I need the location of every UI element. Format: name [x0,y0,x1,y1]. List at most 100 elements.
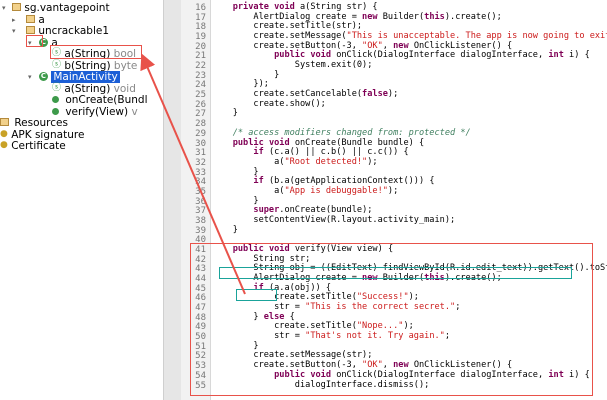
folder-icon [0,118,9,126]
project-tree: ▾ sg.vantagepoint ▸ a ▾ uncrackable1 ▾ C… [0,0,163,400]
method-icon [52,95,59,103]
line-number: 21 [195,51,206,62]
code-line: public void onClick(DialogInterface dial… [274,50,590,61]
tree-item-method-oncreate[interactable]: onCreate(Bundl [52,94,148,106]
line-number: 47 [195,303,206,314]
tree-item-apk-signature[interactable]: ● APK signature [0,129,85,141]
certificate-icon: ● [0,140,8,150]
line-number: 36 [195,196,206,207]
tree-item-package-uncrackable1[interactable]: ▾ uncrackable1 [12,25,110,37]
line-number: 37 [195,206,206,217]
line-number: 43 [195,264,206,275]
line-number: 39 [195,225,206,236]
collapse-arrow-icon[interactable]: ▾ [28,73,32,81]
highlight-method-a-string [50,45,142,59]
line-number: 20 [195,41,206,52]
tree-item-certificate[interactable]: ● Certificate [0,140,66,152]
tree-item-package-a[interactable]: ▸ a [12,14,45,26]
code-line: } else { [212,311,295,322]
code-line: } [212,224,238,235]
line-number: 16 [195,3,206,13]
code-line: create.setCancelable(false); [212,89,399,100]
line-number: 19 [195,32,206,43]
line-number: 33 [195,167,206,178]
code-line: create.show(); [212,98,326,109]
panel-splitter[interactable] [163,0,182,400]
highlight-verify-method [190,243,593,396]
code-line: setContentView(R.layout.activity_main); [212,214,456,225]
collapse-arrow-icon[interactable]: ▾ [12,27,16,35]
code-line: a("App is debuggable!"); [212,185,399,196]
code-line: String str; [212,253,311,264]
arrow-line [140,53,246,295]
line-number: 53 [195,361,206,372]
line-number: 28 [195,119,206,130]
line-number: 55 [195,380,206,391]
tree-item-method-b-string[interactable]: ⓢ b(String) byte [52,60,138,72]
code-line: create.setButton(-3, "OK", new OnClickLi… [212,40,513,51]
line-number: 30 [195,138,206,149]
private-method-icon: ⓢ [52,83,62,93]
code-line: public void onCreate(Bundle bundle) { [232,137,425,148]
line-number: 42 [195,254,206,265]
line-number: 17 [195,12,206,23]
line-number: 38 [195,215,206,226]
code-line: String obj = ((EditText) findViewById(R.… [212,263,607,274]
code-line: public void verify(View view) { [232,244,394,254]
collapse-arrow-icon[interactable]: ▾ [28,39,32,47]
code-editor[interactable]: private void a(String str) { AlertDialog… [212,0,607,400]
tree-item-class-a[interactable]: ▾ C a [28,37,58,49]
code-line: create.setTitle("Nope..."); [212,321,414,332]
line-number: 44 [195,274,206,285]
code-line: super.onCreate(bundle); [253,205,373,216]
code-line: create.setTitle("Success!"); [212,292,419,303]
tree-item-root[interactable]: ▾ sg.vantagepoint [2,2,110,14]
line-number: 46 [195,293,206,304]
line-number: 32 [195,157,206,168]
code-line: AlertDialog create = new Builder(this).c… [212,11,502,22]
static-method-icon: ⓢ [52,60,62,70]
line-number: 41 [195,245,206,255]
class-icon: C [39,71,48,81]
tree-item-class-mainactivity[interactable]: ▾ C MainActivity [28,71,120,83]
code-line: if (b.a(getApplicationContext())) { [253,176,435,187]
package-icon [12,3,21,11]
line-number: 26 [195,99,206,110]
expand-arrow-icon[interactable]: ▸ [12,16,16,24]
code-line: if (c.a() || c.b() || c.c()) { [253,147,409,158]
line-number: 18 [195,22,206,33]
line-number: 31 [195,148,206,159]
line-number: 34 [195,177,206,188]
code-line: a("Root detected!"); [212,156,378,167]
highlight-class-a [26,35,43,47]
method-icon [52,107,59,115]
code-line: create.setButton(-3, "OK", new OnClickLi… [212,360,513,371]
class-icon: C [39,37,48,47]
tree-item-resources[interactable]: Resources [0,117,68,129]
collapse-arrow-icon[interactable]: ▾ [2,4,6,12]
line-number: 48 [195,312,206,323]
code-line: if (a.a(obj)) { [253,282,332,293]
line-number: 50 [195,332,206,343]
code-line: } [212,166,259,177]
line-number: 23 [195,70,206,81]
code-line: }); [212,79,269,90]
code-line: create.setMessage(str); [212,350,373,361]
code-line: create.setMessage("This is unacceptable.… [212,31,607,42]
code-line: System.exit(0); [212,60,373,71]
package-icon [26,26,35,34]
line-number: 27 [195,109,206,120]
tree-item-method-ma-a[interactable]: ⓢ a(String) void [52,83,136,95]
code-line: str = "That's not it. Try again."; [212,331,451,342]
line-number: 51 [195,341,206,352]
tree-item-method-a-string[interactable]: ⓢ a(String) bool [52,48,137,60]
line-number: 54 [195,370,206,381]
code-line: } [212,69,280,80]
line-number: 22 [195,61,206,72]
code-line: str = "This is the correct secret."; [212,302,461,313]
code-line: dialogInterface.dismiss(); [212,379,430,390]
line-number: 40 [195,235,206,246]
tree-item-method-verify[interactable]: verify(View) v [52,106,138,118]
line-number: 29 [195,128,206,139]
code-line: public void onClick(DialogInterface dial… [274,369,590,380]
